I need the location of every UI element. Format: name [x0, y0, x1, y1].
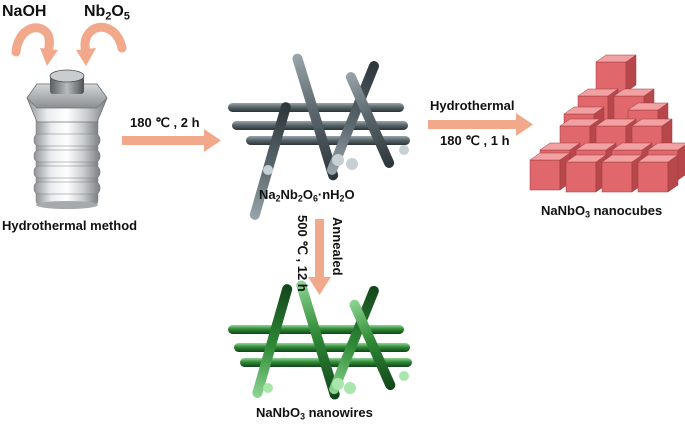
nanowires-label: NaNbO3 nanowires [256, 405, 373, 422]
step2-condition-label: 180 ℃ , 1 h [440, 133, 510, 148]
step1-condition-label: 180 ℃ , 2 h [130, 115, 200, 130]
naoh-curved-arrow-icon [11, 23, 58, 66]
nb2o5-curved-arrow-icon [76, 22, 127, 66]
step3-arrow-icon [308, 219, 331, 295]
nanowires-icon [228, 280, 412, 400]
autoclave-label: Hydrothermal method [2, 218, 138, 233]
step3-method-label: Annealed [330, 217, 345, 276]
intermediate-nanorods-icon [228, 53, 410, 220]
autoclave-icon [26, 69, 108, 209]
intermediate-label: Na2Nb2O6·nH2O [259, 187, 355, 204]
step2-method-label: Hydrothermal [430, 98, 515, 113]
nanocube [637, 154, 679, 193]
nb2o5-label: Nb2O5 [84, 3, 130, 23]
step1-arrow-icon [122, 129, 221, 152]
naoh-label: NaOH [2, 3, 47, 20]
nanocubes-icon [529, 54, 685, 193]
step3-condition-label: 500 ℃ , 12 h [295, 215, 310, 292]
nanocubes-label: NaNbO3 nanocubes [541, 203, 663, 220]
step2-arrow-icon [428, 113, 533, 136]
